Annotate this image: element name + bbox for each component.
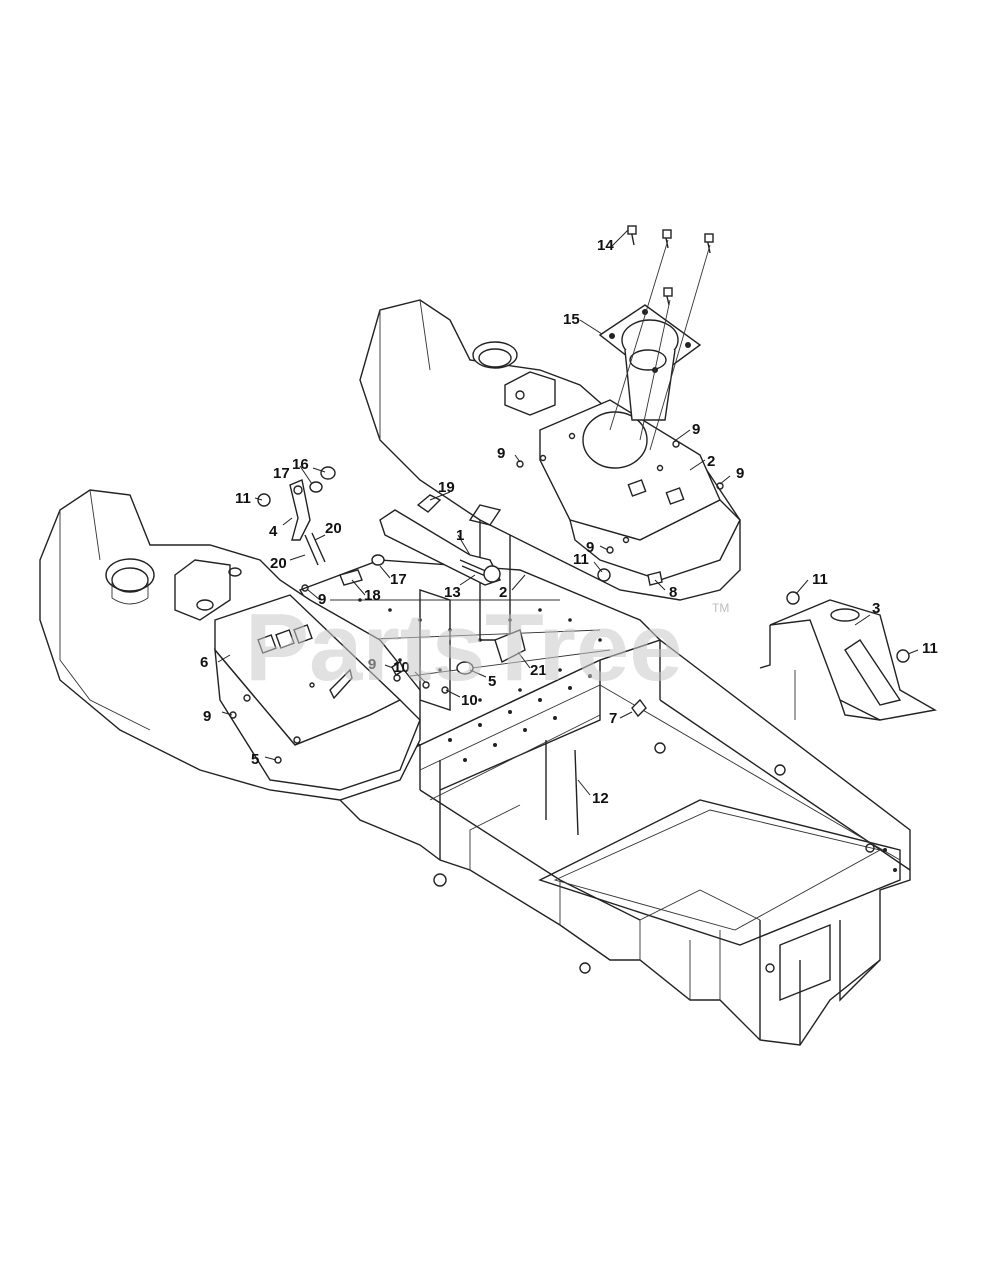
label-20-top: 20 [325, 520, 342, 537]
bracket-3 [759, 599, 938, 721]
callout-labels: 14 15 9 9 2 9 9 11 8 11 3 11 16 17 11 4 … [200, 237, 938, 807]
leader-lines [217, 229, 919, 796]
label-12: 13 [444, 584, 461, 601]
label-8-right: 8 [669, 584, 677, 601]
label-8-center: 9 [368, 656, 376, 673]
label-5-center: 5 [488, 673, 496, 690]
label-10-bottom: 10 [461, 692, 478, 709]
label-11-bracket-top: 11 [812, 571, 828, 588]
label-9-left-top: 9 [318, 591, 326, 608]
label-14: 14 [597, 237, 614, 254]
label-13: 12 [592, 790, 609, 807]
watermark-trademark: TM [712, 601, 729, 615]
label-10-top: 10 [393, 659, 410, 676]
label-9-right-left: 9 [497, 445, 505, 462]
label-3-bracket: 3 [872, 600, 880, 617]
label-20-bottom: 20 [270, 555, 287, 572]
label-11-left: 11 [235, 490, 251, 507]
washers-16-17 [309, 466, 385, 566]
label-9-right-edge: 9 [736, 465, 744, 482]
label-1: 1 [456, 527, 464, 544]
steering-funnel-mount [598, 304, 702, 421]
label-9-left-middle: 9 [203, 708, 211, 725]
label-2-center: 2 [499, 584, 507, 601]
label-9-right-top: 9 [692, 421, 700, 438]
label-9-left-bottom: 5 [251, 751, 259, 768]
shift-lever [379, 494, 502, 586]
label-17-top: 17 [273, 465, 290, 482]
left-cover-plate [214, 594, 421, 791]
label-7: 7 [609, 710, 617, 727]
bolts-14 [609, 225, 714, 451]
label-16: 16 [292, 456, 309, 473]
label-18: 18 [364, 587, 381, 604]
label-2-cover: 2 [707, 453, 715, 470]
right-cover-plate [539, 399, 741, 581]
label-19: 19 [438, 479, 455, 496]
chassis-frame [328, 639, 911, 1046]
pivot-18-21 [339, 569, 526, 675]
studs-13 [545, 740, 579, 836]
label-21: 21 [530, 662, 547, 679]
partstree-watermark: PartsTree TM [245, 594, 729, 701]
label-15: 15 [563, 311, 580, 328]
label-9-right-bottom: 9 [586, 539, 594, 556]
watermark-text: PartsTree [245, 594, 683, 701]
label-17-bottom: 17 [390, 571, 407, 588]
label-11-center: 11 [573, 551, 589, 568]
links-4-20 [289, 479, 326, 566]
frame-holes [448, 674, 897, 872]
label-11-bracket-right: 11 [922, 640, 938, 657]
label-4: 4 [269, 523, 278, 540]
label-6: 6 [200, 654, 208, 671]
